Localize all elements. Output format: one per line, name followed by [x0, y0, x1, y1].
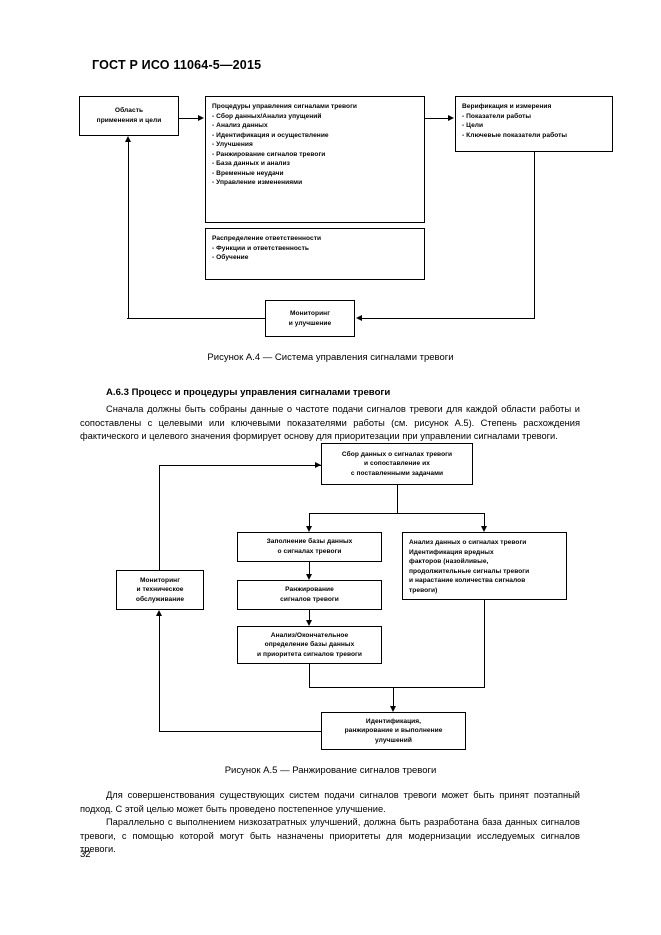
closing-paragraph-2: Параллельно с выполнением низкозатратных… [80, 816, 580, 857]
box-line: факторов (назойливые, [409, 558, 489, 566]
box-line: Идентификация, [365, 717, 422, 725]
box-title: Процедуры управления сигналами тревоги [212, 103, 358, 110]
connector-verification-down [534, 152, 535, 319]
box-item: - Цели [462, 122, 484, 130]
figure-a5-box-fill-db: Заполнение базы данных о сигналах тревог… [237, 532, 382, 562]
connector-collect-down [397, 485, 398, 513]
figure-a5-box-maintenance: Мониторинг и техническое обслуживание [116, 570, 204, 610]
arrow-head-left [356, 314, 362, 321]
arrow-head-down [305, 574, 312, 580]
figure-a4-box-verification: Верификация и измерения - Показатели раб… [455, 96, 613, 152]
arrow-head-up [124, 136, 131, 142]
box-item: - Сбор данных/Анализ упущений [212, 112, 322, 120]
box-item: - База данных и анализ [212, 160, 290, 168]
connector-ranking-to-final [309, 610, 310, 620]
connector-monitoring-left [127, 318, 266, 319]
box-line: Область [114, 107, 144, 115]
box-line: Заполнение базы данных [266, 538, 353, 546]
connector-final-down [309, 664, 310, 688]
box-item: - Улучшения [212, 141, 253, 149]
arrow-head-right [198, 114, 204, 121]
box-line: с поставленными задачами [350, 469, 444, 477]
connector-up-to-scope [128, 142, 129, 319]
figure-a4-box-procedures: Процедуры управления сигналами тревоги -… [205, 96, 425, 223]
box-line: продолжительные сигналы тревоги [409, 567, 530, 575]
box-title: Распределение ответственности [212, 235, 322, 242]
arrow-head-down [480, 526, 487, 532]
connector-fill-db-to-ranking [309, 562, 310, 574]
box-line: Мониторинг [289, 309, 331, 317]
connector-branch-bus [309, 513, 485, 514]
box-item: - Идентификация и осуществление [212, 131, 329, 139]
closing-paragraph-1: Для совершенствования существующих систе… [80, 789, 580, 816]
connector-branch-to-fill-db [309, 513, 310, 526]
arrow-head-right [315, 461, 321, 468]
box-line: Анализ данных о сигналах тревоги [409, 539, 527, 546]
section-a63-heading: А.6.3 Процесс и процедуры управления сиг… [106, 387, 391, 398]
box-line: обслуживание [135, 595, 185, 603]
figure-a5-box-ranking: Ранжирование сигналов тревоги [237, 580, 382, 610]
connector-analysis-to-final-bus [309, 687, 485, 688]
connector-left-to-collect [159, 465, 321, 466]
box-item: - Показатели работы [462, 112, 532, 120]
figure-a4-caption: Рисунок А.4 — Система управления сигнала… [207, 352, 454, 363]
connector-identification-left [159, 731, 322, 732]
box-line: улучшений [375, 736, 412, 744]
figure-a5-box-identification: Идентификация, ранжирование и выполнение… [321, 712, 466, 750]
connector-to-monitoring-right [362, 318, 535, 319]
box-line: и техническое [136, 586, 184, 594]
box-item: - Обучение [212, 254, 249, 262]
connector-bus-to-identification [393, 687, 394, 706]
figure-a5-box-analysis: Анализ данных о сигналах тревоги Идентиф… [402, 532, 567, 600]
arrow-head-down [305, 620, 312, 626]
box-line: о сигналах тревоги [277, 548, 342, 555]
standard-header: ГОСТ Р ИСО 11064-5—2015 [92, 58, 262, 72]
box-line: Ранжирование [285, 586, 334, 594]
box-line: Мониторинг [139, 576, 181, 584]
box-item: - Ранжирование сигналов тревоги [212, 150, 326, 158]
box-line: и нарастание количества сигналов [409, 577, 526, 585]
section-a63-paragraph: Сначала должны быть собраны данные о час… [80, 403, 580, 444]
box-line: тревоги) [409, 586, 438, 594]
box-item: - Функции и ответственность [212, 244, 310, 252]
box-line: Идентификация вредных [409, 548, 494, 556]
figure-a4-box-scope: Область применения и цели [79, 96, 179, 136]
arrow-head-down [389, 706, 396, 712]
paragraph-text: Для совершенствования существующих систе… [80, 790, 580, 814]
box-line: и сопоставление их [364, 460, 430, 468]
box-item: - Анализ данных [212, 122, 268, 130]
figure-a5-box-collect: Сбор данных о сигналах тревоги и сопоста… [321, 443, 473, 485]
box-title: Верификация и измерения [462, 103, 552, 110]
box-line: и улучшение [288, 319, 332, 327]
paragraph-text: Параллельно с выполнением низкозатратных… [80, 817, 580, 855]
arrow-head-right [448, 114, 454, 121]
box-item: - Ключевые показатели работы [462, 131, 568, 139]
box-line: сигналов тревоги [280, 596, 339, 603]
connector-up-to-maintenance [159, 616, 160, 732]
arrow-head-down [305, 526, 312, 532]
connector-branch-to-analysis [484, 513, 485, 526]
box-item: - Временные неудачи [212, 169, 284, 177]
box-line: ранжирование и выполнение [344, 727, 443, 735]
paragraph-text: Сначала должны быть собраны данные о час… [80, 404, 580, 442]
box-line: применения и цели [96, 117, 162, 124]
connector-scope-to-procedures [179, 118, 199, 119]
figure-a5-box-final: Анализ/Окончательное определение базы да… [237, 626, 382, 664]
connector-procedures-to-verification [425, 118, 448, 119]
figure-a4-box-monitoring: Мониторинг и улучшение [265, 300, 355, 337]
box-item: - Управление изменениями [212, 179, 303, 187]
box-line: Анализ/Окончательное [270, 631, 349, 639]
page-number: 32 [80, 849, 91, 860]
connector-left-riser [159, 465, 160, 571]
box-line: Сбор данных о сигналах тревоги [341, 450, 453, 458]
box-line: определение базы данных [264, 641, 355, 649]
figure-a4-box-responsibility: Распределение ответственности - Функции … [205, 228, 425, 280]
connector-analysis-down [484, 600, 485, 687]
figure-a5-caption: Рисунок А.5 — Ранжирование сигналов трев… [224, 765, 437, 776]
arrow-head-up [155, 610, 162, 616]
box-line: и приоритета сигналов тревоги [257, 650, 362, 658]
